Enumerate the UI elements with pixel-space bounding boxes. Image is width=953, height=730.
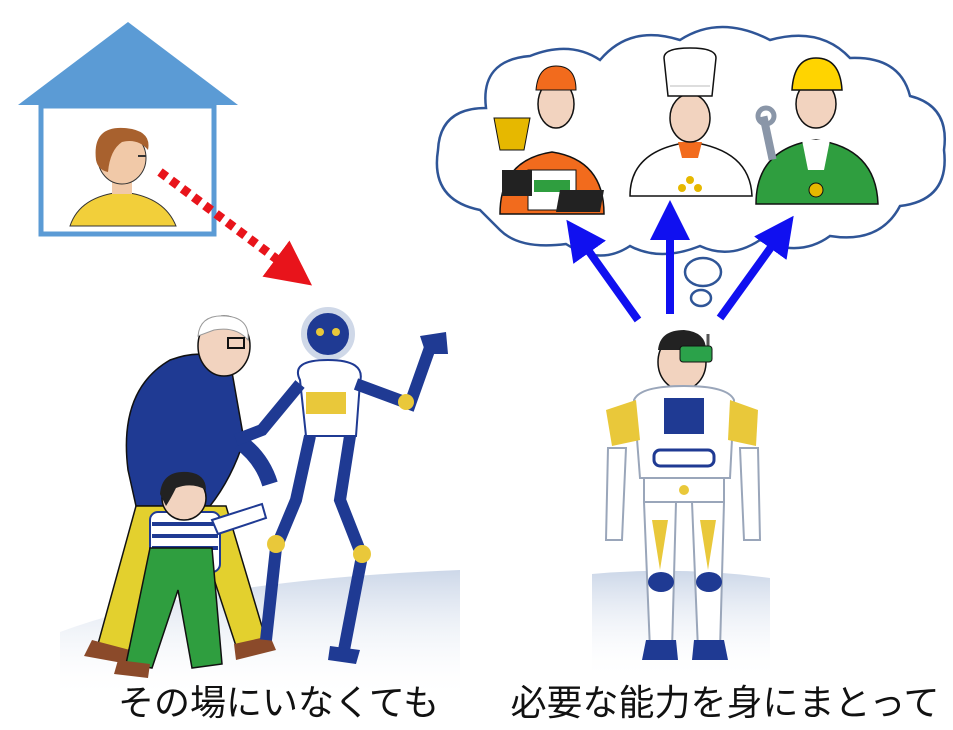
avatar-robot-icon [604,330,762,660]
right-ground-shadow [592,570,770,680]
remote-operator-person-icon [69,127,177,227]
caption-right: 必要な能力を身にまとって [510,683,940,724]
skill-arrow-left [566,219,642,323]
trophy-chef-icon [493,65,605,215]
chef-icon [629,47,753,197]
engineer-icon [755,57,879,205]
skill-arrow-right [716,215,794,321]
caption-left: その場にいなくても [118,683,440,724]
companion-robot-icon [233,307,448,664]
child-figure [114,471,268,678]
